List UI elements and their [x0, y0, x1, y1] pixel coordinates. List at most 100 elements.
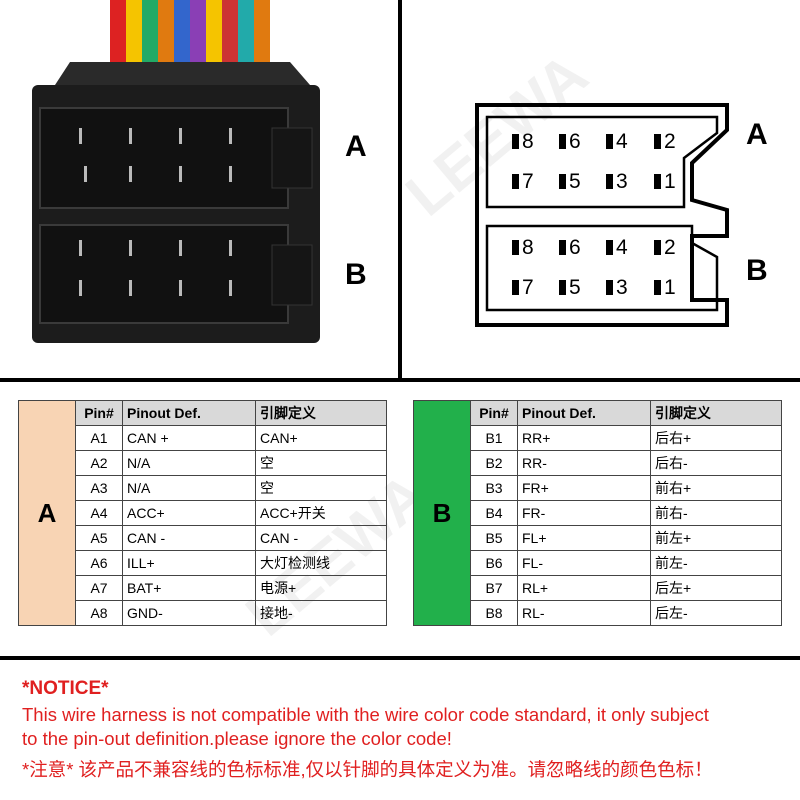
pin-cell: A2 — [75, 450, 123, 476]
pin-number: 7 — [522, 170, 534, 193]
pin-number: 6 — [569, 130, 581, 153]
pin-cell: B8 — [470, 600, 518, 626]
pin-cell: A4 — [75, 500, 123, 526]
chinese-def-cell: 后右+ — [650, 425, 782, 451]
pin-cell: B5 — [470, 525, 518, 551]
pin-number: 4 — [616, 130, 628, 153]
pin-marker — [654, 240, 661, 255]
pinout-def-cell: BAT+ — [122, 575, 256, 601]
pin-number: 4 — [616, 236, 628, 259]
pin-cell: B1 — [470, 425, 518, 451]
pin-label-b-top: 2 — [654, 236, 676, 260]
column-header: 引脚定义 — [255, 400, 387, 426]
chinese-def-cell: 后左+ — [650, 575, 782, 601]
notice-title: *NOTICE* — [22, 678, 109, 699]
table-side-label: A — [18, 400, 76, 626]
pin-cell: B7 — [470, 575, 518, 601]
pin-cell: B6 — [470, 550, 518, 576]
diagram-label-a: A — [746, 118, 768, 151]
pinout-def-cell: ACC+ — [122, 500, 256, 526]
pin-cell: A5 — [75, 525, 123, 551]
pinout-def-cell: N/A — [122, 475, 256, 501]
pinout-def-cell: FL- — [517, 550, 651, 576]
pin-number: 3 — [616, 170, 628, 193]
pinout-def-cell: RR- — [517, 450, 651, 476]
pin-marker — [559, 174, 566, 189]
notice-line-chinese: *注意* 该产品不兼容线的色标标准,仅以针脚的具体定义为准。请忽略线的颜色色标！ — [22, 759, 713, 780]
column-header: Pinout Def. — [517, 400, 651, 426]
pin-label-a-bottom: 5 — [559, 170, 581, 194]
connector-photo: A B — [0, 0, 398, 378]
pin-number: 3 — [616, 276, 628, 299]
pin-number: 8 — [522, 236, 534, 259]
panel-divider-top — [0, 378, 800, 382]
connector-label-b: B — [345, 258, 367, 291]
pinout-def-cell: RL+ — [517, 575, 651, 601]
pinout-def-cell: RL- — [517, 600, 651, 626]
pin-cell: A6 — [75, 550, 123, 576]
pin-cell: B3 — [470, 475, 518, 501]
column-header: Pin# — [75, 400, 123, 426]
chinese-def-cell: CAN+ — [255, 425, 387, 451]
pin-label-b-top: 8 — [512, 236, 534, 260]
pinout-def-cell: FR+ — [517, 475, 651, 501]
pin-label-b-bottom: 1 — [654, 276, 676, 300]
pinout-def-cell: CAN - — [122, 525, 256, 551]
chinese-def-cell: 后左- — [650, 600, 782, 626]
pin-marker — [512, 280, 519, 295]
pin-marker — [606, 174, 613, 189]
pin-marker — [512, 240, 519, 255]
pinout-def-cell: FR- — [517, 500, 651, 526]
chinese-def-cell: 前左+ — [650, 525, 782, 551]
pinout-def-cell: GND- — [122, 600, 256, 626]
chinese-def-cell: 前左- — [650, 550, 782, 576]
chinese-def-cell: 空 — [255, 450, 387, 476]
column-header: 引脚定义 — [650, 400, 782, 426]
pinout-def-cell: FL+ — [517, 525, 651, 551]
connector-photo-svg — [32, 0, 320, 343]
pin-marker — [559, 134, 566, 149]
wire-bundle — [110, 0, 270, 70]
pin-label-a-top: 2 — [654, 130, 676, 154]
pin-cell: A7 — [75, 575, 123, 601]
pin-marker — [606, 280, 613, 295]
pin-number: 2 — [664, 130, 676, 153]
pin-marker — [512, 134, 519, 149]
pin-number: 1 — [664, 170, 676, 193]
pin-label-b-top: 4 — [606, 236, 628, 260]
pin-label-a-top: 6 — [559, 130, 581, 154]
pin-marker — [512, 174, 519, 189]
pin-cell: B2 — [470, 450, 518, 476]
table-side-label: B — [413, 400, 471, 626]
pin-marker — [606, 240, 613, 255]
panel-divider-vertical — [398, 0, 402, 378]
chinese-def-cell: ACC+开关 — [255, 500, 387, 526]
pin-number: 7 — [522, 276, 534, 299]
pin-label-b-bottom: 7 — [512, 276, 534, 300]
connector-label-a: A — [345, 130, 367, 163]
pin-label-a-bottom: 3 — [606, 170, 628, 194]
chinese-def-cell: 电源+ — [255, 575, 387, 601]
notice-line-english-2: to the pin-out definition.please ignore … — [22, 728, 452, 749]
pin-label-a-bottom: 1 — [654, 170, 676, 194]
pinout-def-cell: CAN + — [122, 425, 256, 451]
diagram-label-b: B — [746, 254, 768, 287]
pin-marker — [606, 134, 613, 149]
pin-diagram-outline — [475, 103, 729, 327]
pin-label-b-bottom: 5 — [559, 276, 581, 300]
pinout-def-cell: RR+ — [517, 425, 651, 451]
